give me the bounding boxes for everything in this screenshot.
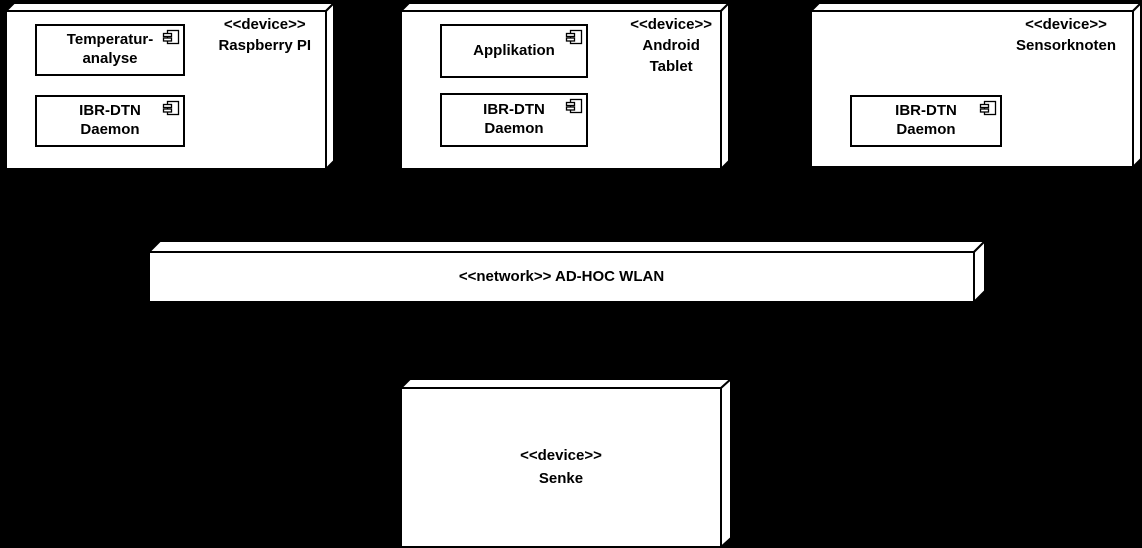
component-label-line: Applikation (473, 41, 555, 59)
component-icon (162, 100, 180, 116)
node-stereotype: <<device>> (223, 16, 306, 33)
node-3d-shape (148, 240, 986, 303)
node-label-sensorknoten: <<device>> Sensorknoten (1016, 14, 1116, 56)
component-icon (162, 29, 180, 45)
node-senke: <<device>> Senke (400, 378, 732, 548)
node-label-network: <<network>> AD-HOC WLAN (149, 252, 974, 302)
node-stereotype: <<device>> (520, 447, 602, 464)
node-label-senke: <<device>> Senke (401, 388, 721, 547)
component-ibr-dtn-daemon: IBR-DTN Daemon (35, 95, 185, 147)
node-name: Raspberry PI (218, 37, 311, 54)
network-label: <<network>> AD-HOC WLAN (458, 267, 665, 285)
node-android-tablet: <<device>> Android Tablet Applikation IB… (400, 2, 730, 170)
component-label-line: Daemon (896, 121, 956, 138)
node-name: Tablet (649, 58, 693, 75)
node-adhoc-wlan-network: <<network>> AD-HOC WLAN (148, 240, 986, 303)
node-label-raspberry-pi: <<device>> Raspberry PI (218, 14, 311, 56)
component-label-line: IBR-DTN (79, 102, 141, 120)
component-ibr-dtn-daemon: IBR-DTN Daemon (850, 95, 1002, 147)
node-name: Sensorknoten (1015, 37, 1116, 54)
component-icon (979, 100, 997, 116)
component-icon (565, 98, 583, 114)
component-label-line: Daemon (80, 121, 140, 138)
component-label-line: analyse (82, 50, 138, 67)
component-label-line: IBR-DTN (895, 102, 957, 120)
component-temperatur-analyse: Temperatur- analyse (35, 24, 185, 76)
node-raspberry-pi: <<device>> Raspberry PI Temperatur- anal… (5, 2, 335, 170)
component-icon (565, 29, 583, 45)
component-applikation: Applikation (440, 24, 588, 78)
component-label-line: Temperatur- (66, 31, 154, 49)
node-label-android-tablet: <<device>> Android Tablet (630, 14, 712, 77)
node-stereotype: <<device>> (630, 16, 712, 33)
node-3d-shape (400, 378, 732, 548)
component-label-line: Daemon (484, 120, 544, 137)
node-sensorknoten: <<device>> Sensorknoten IBR-DTN Daemon (810, 2, 1142, 168)
node-stereotype: <<device>> (1025, 16, 1107, 33)
component-label-line: IBR-DTN (483, 101, 545, 119)
component-ibr-dtn-daemon: IBR-DTN Daemon (440, 93, 588, 147)
node-name: Senke (538, 469, 584, 487)
node-name: Android (642, 37, 700, 54)
